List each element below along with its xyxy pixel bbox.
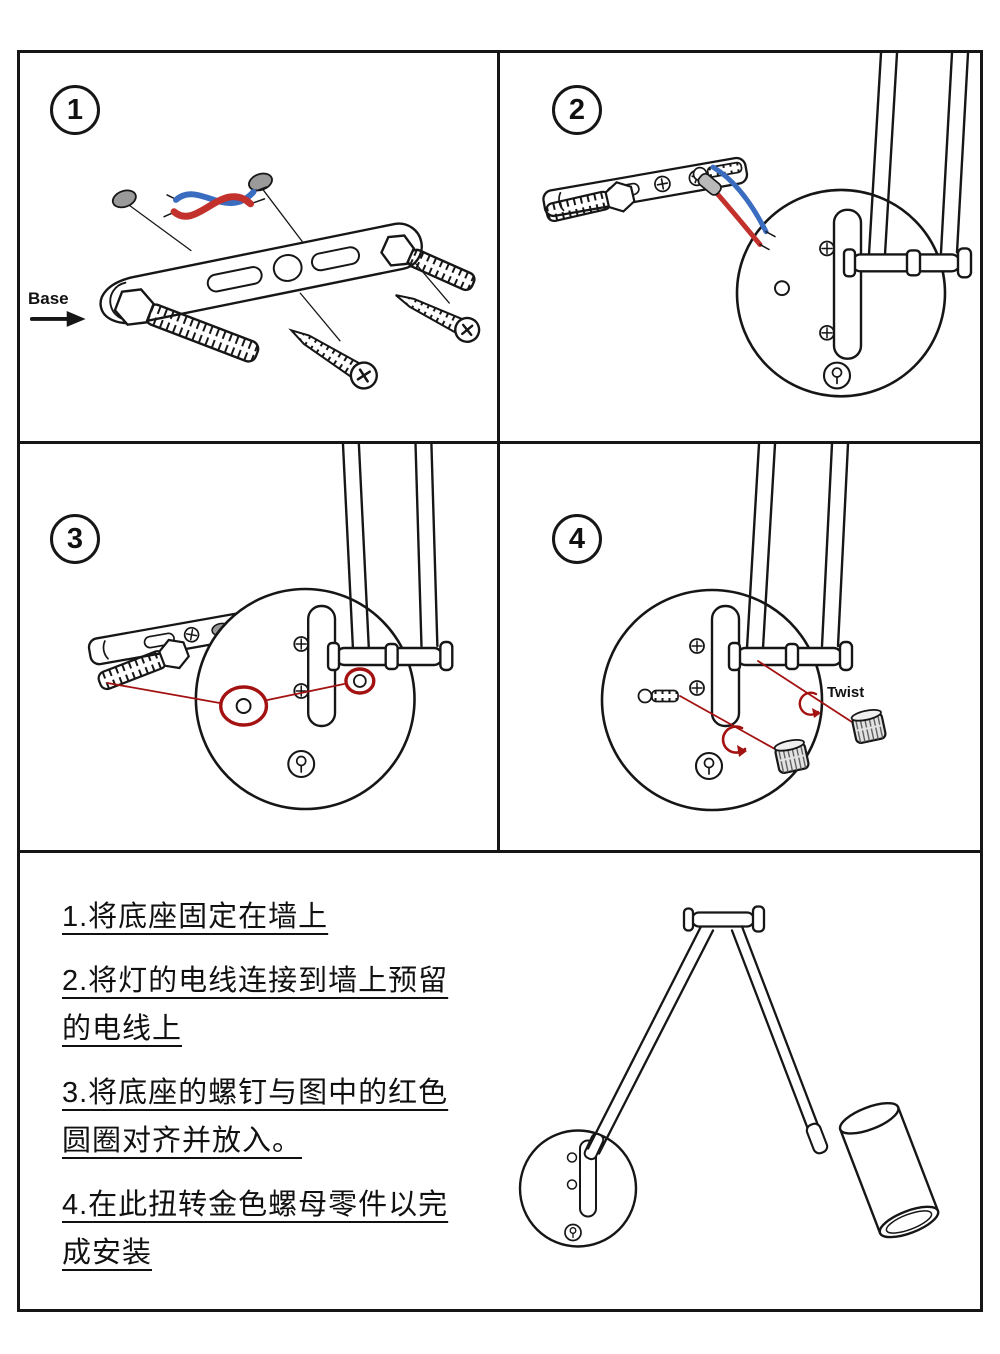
step-3-illustration bbox=[87, 444, 454, 811]
lamp-holder bbox=[805, 1122, 829, 1155]
bracket-bolt bbox=[545, 181, 636, 223]
panel-step-2: 2 bbox=[500, 53, 980, 444]
switch-icon bbox=[694, 751, 724, 781]
base-label: Base bbox=[28, 289, 69, 308]
wall-plate bbox=[194, 587, 416, 811]
switch-icon bbox=[564, 1223, 582, 1242]
alignment-highlights bbox=[106, 667, 376, 727]
instruction-line: 3.将底座的螺钉与图中的红色 bbox=[62, 1077, 449, 1109]
lamp-arms bbox=[867, 53, 970, 256]
wall-plate bbox=[600, 588, 824, 812]
switch-icon bbox=[822, 361, 852, 390]
step-1-illustration bbox=[29, 172, 481, 390]
panel-step-4: 4 Twist bbox=[500, 444, 980, 853]
wall-plate bbox=[735, 188, 947, 398]
step-1-number: 1 bbox=[66, 93, 84, 126]
instruction-line: 4.在此扭转金色螺母零件以完 bbox=[62, 1189, 449, 1221]
lamp-arms bbox=[341, 444, 439, 650]
step-2-badge: 2 bbox=[552, 85, 602, 135]
assembled-lamp-illustration bbox=[518, 905, 940, 1248]
instruction-line: 成安装 bbox=[62, 1237, 153, 1269]
base-bracket bbox=[99, 222, 423, 325]
instruction-item: 3.将底座的螺钉与图中的红色 圆圈对齐并放入。 bbox=[62, 1073, 448, 1161]
screw-1 bbox=[288, 328, 378, 390]
instructions-list: 1.将底座固定在墙上 2.将灯的电线连接到墙上预留 的电线上 3.将底座的螺钉与… bbox=[62, 897, 448, 1297]
instruction-line: 圆圈对齐并放入。 bbox=[62, 1125, 303, 1157]
arm-pivot bbox=[583, 1132, 605, 1161]
twist-leads bbox=[679, 660, 856, 757]
step-1-badge: 1 bbox=[50, 85, 100, 135]
panel-step-1: 1 Base bbox=[20, 53, 500, 444]
step-4-illustration bbox=[600, 444, 887, 812]
switch-icon bbox=[287, 749, 316, 779]
instruction-line: 2.将灯的电线连接到墙上预留 bbox=[62, 965, 449, 997]
instruction-item: 1.将底座固定在墙上 bbox=[62, 897, 448, 937]
step-3-number: 3 bbox=[66, 522, 84, 555]
step-3-badge: 3 bbox=[50, 514, 100, 564]
pivot-pin bbox=[326, 640, 454, 672]
instruction-line: 的电线上 bbox=[62, 1013, 183, 1045]
panel-step-3: 3 bbox=[20, 444, 500, 853]
instruction-line: 1.将底座固定在墙上 bbox=[62, 901, 329, 933]
pivot-pin bbox=[842, 247, 973, 279]
knurled-nut-1 bbox=[773, 738, 810, 775]
mounting-bolt-right bbox=[380, 234, 476, 292]
elbow-joint bbox=[682, 905, 766, 933]
twisted-wires bbox=[163, 186, 268, 220]
instruction-item: 4.在此扭转金色螺母零件以完 成安装 bbox=[62, 1185, 448, 1273]
panel-summary: 1.将底座固定在墙上 2.将灯的电线连接到墙上预留 的电线上 3.将底座的螺钉与… bbox=[20, 853, 980, 1309]
instruction-item: 2.将灯的电线连接到墙上预留 的电线上 bbox=[62, 961, 448, 1049]
lamp-head bbox=[838, 1102, 940, 1239]
step-4-badge: 4 bbox=[552, 514, 602, 564]
lamp-arms bbox=[745, 444, 850, 650]
knurled-nut-2 bbox=[850, 708, 887, 745]
instruction-sheet: 1 Base bbox=[17, 50, 983, 1312]
step-4-number: 4 bbox=[568, 522, 586, 555]
upper-arm bbox=[730, 925, 822, 1136]
lower-arm bbox=[586, 923, 715, 1155]
wall-plate bbox=[518, 1129, 638, 1248]
pivot-pin bbox=[727, 640, 854, 672]
rotation-arrow-icon bbox=[798, 691, 820, 716]
screw-2 bbox=[395, 294, 481, 343]
bracket-bolt bbox=[97, 638, 191, 691]
wall-anchors bbox=[111, 172, 273, 209]
set-screw bbox=[637, 688, 679, 704]
twist-label: Twist bbox=[827, 684, 865, 701]
mounting-bolt-left bbox=[113, 288, 260, 363]
step-2-number: 2 bbox=[568, 93, 586, 126]
wire-connector bbox=[697, 172, 722, 196]
step-2-illustration bbox=[542, 53, 973, 398]
base-arrow bbox=[29, 311, 86, 327]
connecting-wires bbox=[697, 164, 776, 251]
